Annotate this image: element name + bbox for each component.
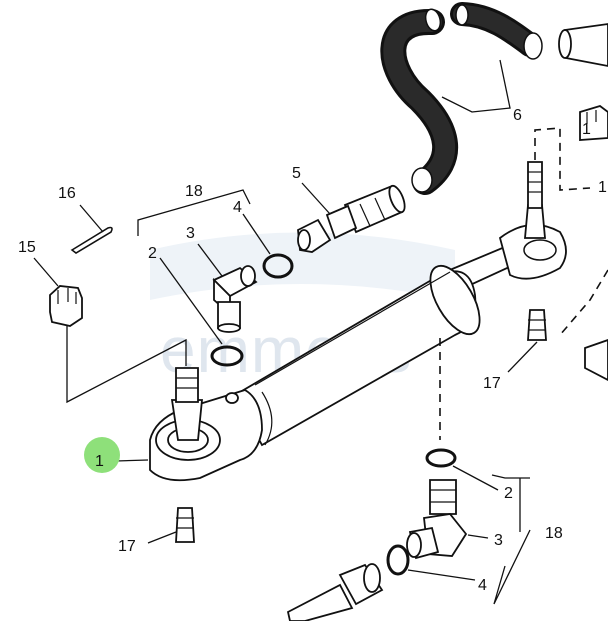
callout-6: 6 bbox=[513, 107, 522, 124]
elbow-fitting-part-3-top bbox=[212, 265, 258, 333]
cotter-pin-part-16 bbox=[70, 226, 113, 254]
leader-lines bbox=[33, 59, 608, 605]
highlight-part-1[interactable]: 1 bbox=[84, 437, 120, 473]
callout-1-right-mid: 1 bbox=[598, 179, 607, 196]
hose-part-6 bbox=[380, 2, 543, 195]
hose-end-bottom bbox=[286, 563, 384, 621]
callout-4-top: 4 bbox=[233, 199, 242, 216]
elbow-fitting-part-3-bottom bbox=[406, 479, 468, 560]
callout-3-top: 3 bbox=[186, 225, 195, 242]
callout-1-right-top: 1 bbox=[582, 121, 591, 138]
callout-2-top: 2 bbox=[148, 245, 157, 262]
highlight-circle[interactable] bbox=[84, 437, 120, 473]
fitting-right-edge bbox=[584, 339, 608, 382]
callout-17-left: 17 bbox=[118, 538, 136, 555]
callout-4-bottom: 4 bbox=[478, 577, 487, 594]
cylinder-body bbox=[233, 264, 481, 447]
callout-16: 16 bbox=[58, 185, 76, 202]
callout-15: 15 bbox=[18, 239, 36, 256]
callout-2-bottom: 2 bbox=[504, 485, 513, 502]
callout-1-highlighted: 1 bbox=[95, 453, 104, 470]
castle-nut-top-right bbox=[579, 105, 608, 141]
fitting-part-5 bbox=[297, 184, 406, 253]
callout-5: 5 bbox=[292, 165, 301, 182]
callout-18-top: 18 bbox=[185, 183, 203, 200]
callout-17-right: 17 bbox=[483, 375, 501, 392]
callout-3-bottom: 3 bbox=[494, 532, 503, 549]
callout-18-bottom: 18 bbox=[545, 525, 563, 542]
castle-nut-part-15 bbox=[49, 285, 83, 327]
o-rings-top bbox=[210, 253, 294, 367]
grease-fitting-part-17-right bbox=[527, 309, 547, 341]
fitting-top-right bbox=[558, 23, 608, 67]
grease-fitting-part-17-left bbox=[175, 507, 195, 543]
callout-labels: 16 15 18 2 3 4 5 6 1 1 17 17 2 18 3 4 bbox=[18, 107, 607, 594]
left-eye-part-1 bbox=[149, 367, 263, 482]
o-rings-bottom bbox=[386, 448, 457, 576]
